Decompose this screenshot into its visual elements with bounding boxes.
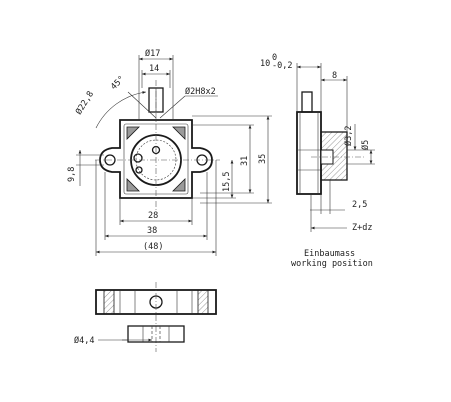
dim-48-label: (48)	[143, 242, 163, 252]
front-view: Ø17 14 Ø22,8 45° Ø2H8x2 9,8 15,5 31	[67, 48, 272, 256]
dim-2-5-label: 2,5	[352, 200, 367, 210]
dim-8-label: 8	[332, 71, 337, 81]
rotor-hole-left	[133, 153, 143, 163]
corner-bracket-tl	[126, 126, 140, 140]
side-body	[296, 111, 322, 195]
dim-4-4-label: Ø4,4	[74, 335, 94, 346]
dim-14-label: 14	[149, 64, 159, 74]
dim-z-label: Z+dz	[352, 223, 372, 233]
caption-line2: working position	[291, 259, 373, 269]
corner-bracket-br	[172, 178, 186, 192]
dim-31-label: 31	[240, 156, 250, 166]
dim-9-8-label: 9,8	[67, 167, 77, 182]
corner-bracket-bl	[126, 178, 140, 192]
side-view: 10 0 -0,2 8 Ø3,2 Ø5 2,5 Z+dz	[260, 53, 375, 233]
dim-38-label: 38	[147, 226, 157, 236]
dim-17-label: Ø17	[145, 48, 160, 59]
dim-45-label: 45°	[109, 74, 127, 92]
corner-bracket-tr	[172, 126, 186, 140]
dim-5-label: Ø5	[360, 140, 371, 150]
dim-22-arc	[95, 91, 147, 129]
bottom-hatch-right	[197, 289, 209, 315]
dim-10-label: 10	[260, 59, 270, 69]
dim-22-label: Ø22,8	[73, 89, 96, 117]
dim-15-5-label: 15,5	[222, 172, 232, 192]
dim-28-label: 28	[148, 211, 158, 221]
bottom-hatch-left	[103, 289, 115, 315]
dim-2h-label: Ø2H8x2	[185, 86, 216, 97]
rotor-hole-low	[135, 166, 143, 174]
side-shaft	[301, 91, 313, 113]
dim-3-2-label: Ø3,2	[343, 126, 354, 146]
dim-35-label: 35	[258, 154, 268, 164]
bottom-view: Ø4,4	[74, 282, 217, 352]
bottom-tab	[127, 325, 185, 343]
caption-line1: Einbaumass	[304, 249, 355, 259]
dim-10-tol-upper: 0	[272, 53, 277, 63]
dim-10-tol-lower: -0,2	[272, 61, 292, 71]
